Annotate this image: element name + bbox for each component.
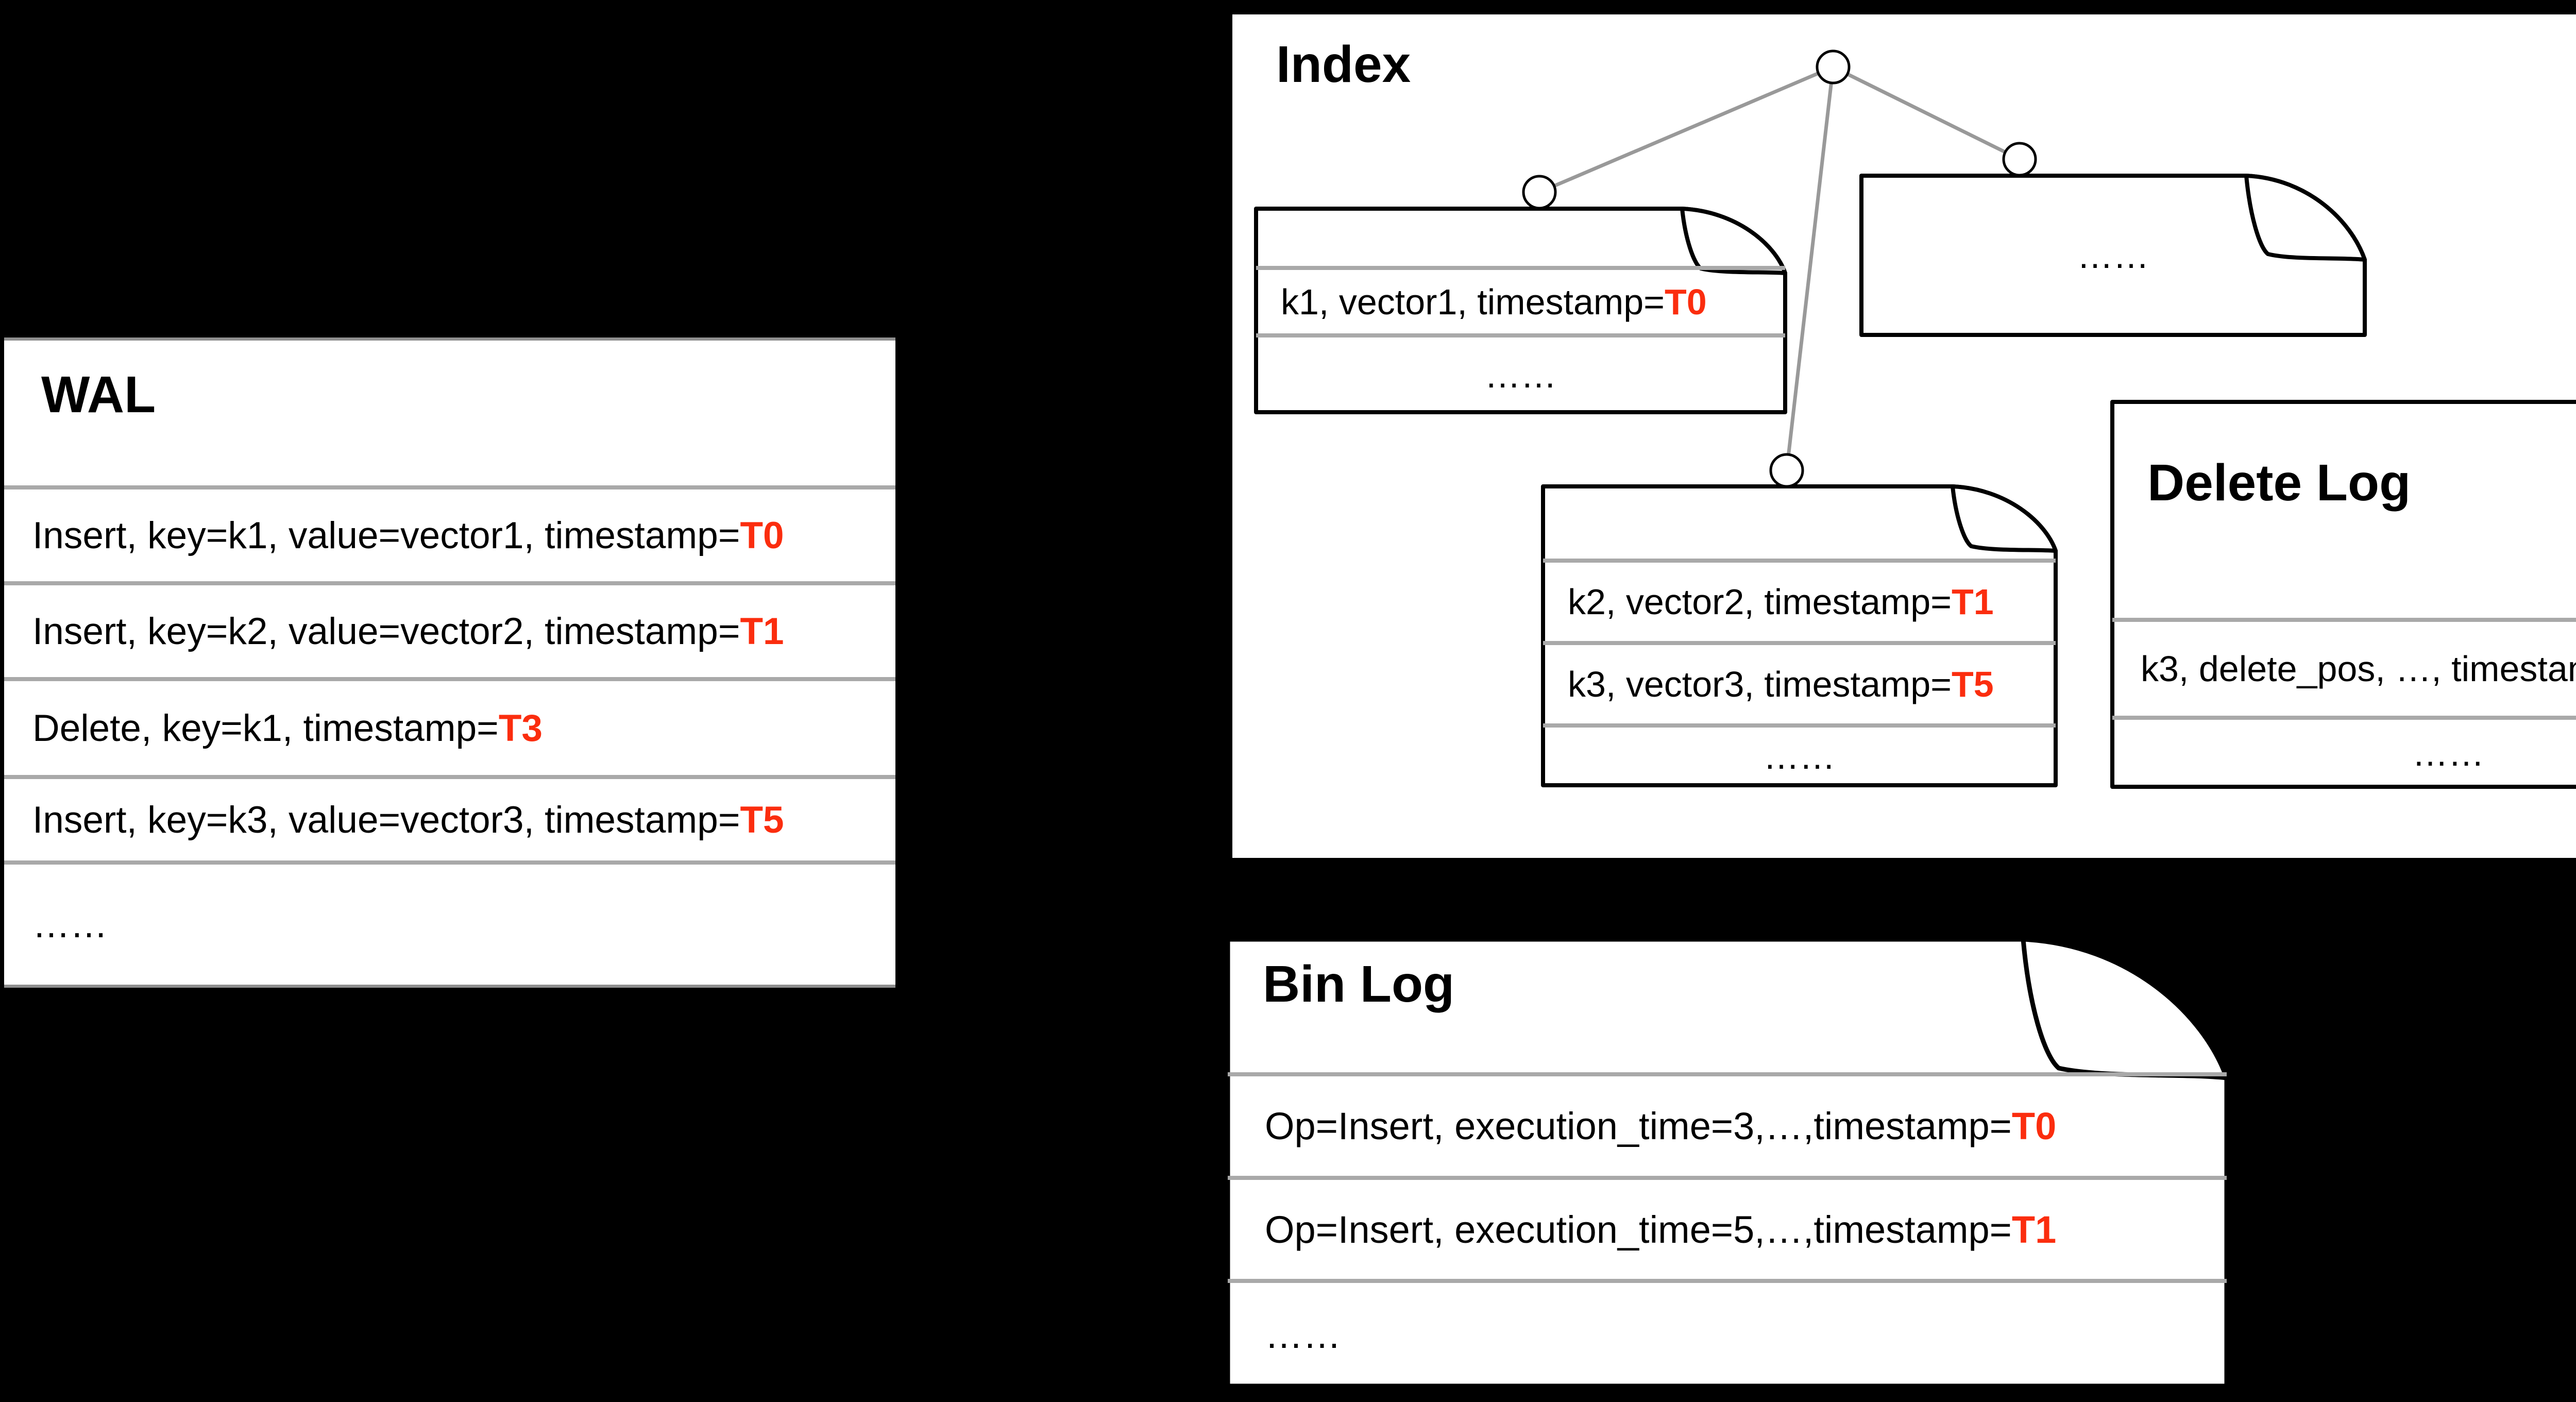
- page-outline: [1859, 174, 2367, 337]
- page-ellipsis-row: ……: [1861, 176, 2365, 335]
- ellipsis-text: ……: [2412, 733, 2484, 773]
- entry-text: k3, vector3, timestamp=: [1568, 664, 1952, 704]
- wal-row-text: Delete, key=k1, timestamp=: [32, 707, 499, 749]
- index-title: Index: [1276, 36, 1411, 93]
- entry-text: k2, vector2, timestamp=: [1568, 582, 1952, 622]
- delete-log-page: Delete Log k3, delete_pos, …, timestamp=…: [2110, 400, 2576, 789]
- index-panel: Index k1, vector1, timestamp=T0 …… ……: [1232, 14, 2576, 858]
- index-more-page: ……: [1859, 174, 2367, 337]
- timestamp-value: T5: [1952, 664, 1994, 704]
- index-leaf-page-k1: k1, vector1, timestamp=T0 ……: [1254, 207, 1787, 414]
- page-outline: [1225, 937, 2229, 1389]
- wal-row-delete-k1: Delete, key=k1, timestamp=T3: [4, 677, 895, 775]
- entry-text: k3, delete_pos, …, timestamp=: [2141, 649, 2576, 689]
- bin-log-title: Bin Log: [1263, 955, 1455, 1013]
- timestamp-value: T1: [740, 610, 784, 652]
- timestamp-value: T3: [498, 707, 543, 749]
- timestamp-value: T1: [2011, 1208, 2057, 1251]
- delete-log-entry: k3, delete_pos, …, timestamp=T3: [2112, 618, 2576, 716]
- page-ellipsis-row: ……: [2112, 716, 2576, 787]
- delete-log-title-band: Delete Log: [2112, 402, 2576, 618]
- ellipsis-text: ……: [32, 904, 108, 945]
- index-leaf-page-k2-k3: k2, vector2, timestamp=T1 k3, vector3, t…: [1541, 484, 2058, 787]
- timestamp-value: T5: [740, 799, 784, 841]
- bin-log-entry-2: Op=Insert, execution_time=5,…,timestamp=…: [1228, 1176, 2227, 1279]
- page-curl-icon: [2244, 174, 2367, 262]
- page-body: [2110, 400, 2576, 789]
- page-curl-icon: [1680, 207, 1787, 275]
- bin-log-title-band: Bin Log: [1228, 939, 2227, 1072]
- tree-node-left-icon: [1522, 175, 1557, 210]
- timestamp-value: T0: [1665, 281, 1707, 322]
- wal-row-insert-k1: Insert, key=k1, value=vector1, timestamp…: [4, 485, 895, 581]
- ellipsis-text: ……: [1763, 736, 1836, 776]
- page-ellipsis-row: ……: [1543, 723, 2056, 785]
- tree-edge-right: [1832, 65, 2021, 161]
- wal-title: WAL: [41, 366, 156, 424]
- ellipsis-text: ……: [1484, 354, 1557, 395]
- page-content: k1, vector1, timestamp=T0 ……: [1256, 209, 1785, 412]
- timestamp-value: T0: [740, 514, 784, 556]
- page-content: k2, vector2, timestamp=T1 k3, vector3, t…: [1543, 486, 2056, 785]
- page-header-band: [1543, 486, 2056, 559]
- tree-edge-middle: [1785, 66, 1835, 471]
- bin-log-page: Bin Log Op=Insert, execution_time=3,…,ti…: [1225, 937, 2229, 1389]
- page-ellipsis-row: ……: [1228, 1279, 2227, 1386]
- wal-row-ellipsis: ……: [4, 860, 895, 985]
- timestamp-value: T1: [1952, 582, 1994, 622]
- index-entry-k2: k2, vector2, timestamp=T1: [1543, 559, 2056, 641]
- tree-node-right-icon: [2002, 142, 2037, 177]
- page-content: Bin Log Op=Insert, execution_time=3,…,ti…: [1228, 939, 2227, 1386]
- page-outline: [2110, 400, 2576, 789]
- bin-log-entry-1: Op=Insert, execution_time=3,…,timestamp=…: [1228, 1072, 2227, 1176]
- tree-root-node-icon: [1816, 49, 1851, 85]
- page-content: ……: [1861, 176, 2365, 335]
- page-content: Delete Log k3, delete_pos, …, timestamp=…: [2112, 402, 2576, 787]
- timestamp-value: T0: [2011, 1105, 2057, 1147]
- wal-table: WAL Insert, key=k1, value=vector1, times…: [4, 337, 895, 988]
- wal-row-text: Insert, key=k3, value=vector3, timestamp…: [32, 799, 740, 841]
- wal-row-insert-k2: Insert, key=k2, value=vector2, timestamp…: [4, 581, 895, 677]
- ellipsis-text: ……: [2077, 235, 2149, 276]
- entry-text: k1, vector1, timestamp=: [1281, 281, 1665, 322]
- index-entry-k3: k3, vector3, timestamp=T5: [1543, 641, 2056, 723]
- wal-row-text: Insert, key=k1, value=vector1, timestamp…: [32, 514, 740, 556]
- tree-edge-left: [1538, 65, 1834, 194]
- wal-row-insert-k3: Insert, key=k3, value=vector3, timestamp…: [4, 775, 895, 860]
- tree-node-middle-icon: [1769, 453, 1804, 488]
- index-entry-k1: k1, vector1, timestamp=T0: [1256, 266, 1785, 333]
- wal-row-text: Insert, key=k2, value=vector2, timestamp…: [32, 610, 740, 652]
- entry-text: Op=Insert, execution_time=3,…,timestamp=: [1265, 1105, 2012, 1147]
- page-curl-icon: [1951, 484, 2058, 553]
- delete-log-title: Delete Log: [2147, 454, 2411, 512]
- page-header-band: [1256, 209, 1785, 266]
- entry-text: Op=Insert, execution_time=5,…,timestamp=: [1265, 1208, 2012, 1251]
- page-ellipsis-row: ……: [1256, 333, 1785, 412]
- ellipsis-text: ……: [1265, 1313, 1341, 1356]
